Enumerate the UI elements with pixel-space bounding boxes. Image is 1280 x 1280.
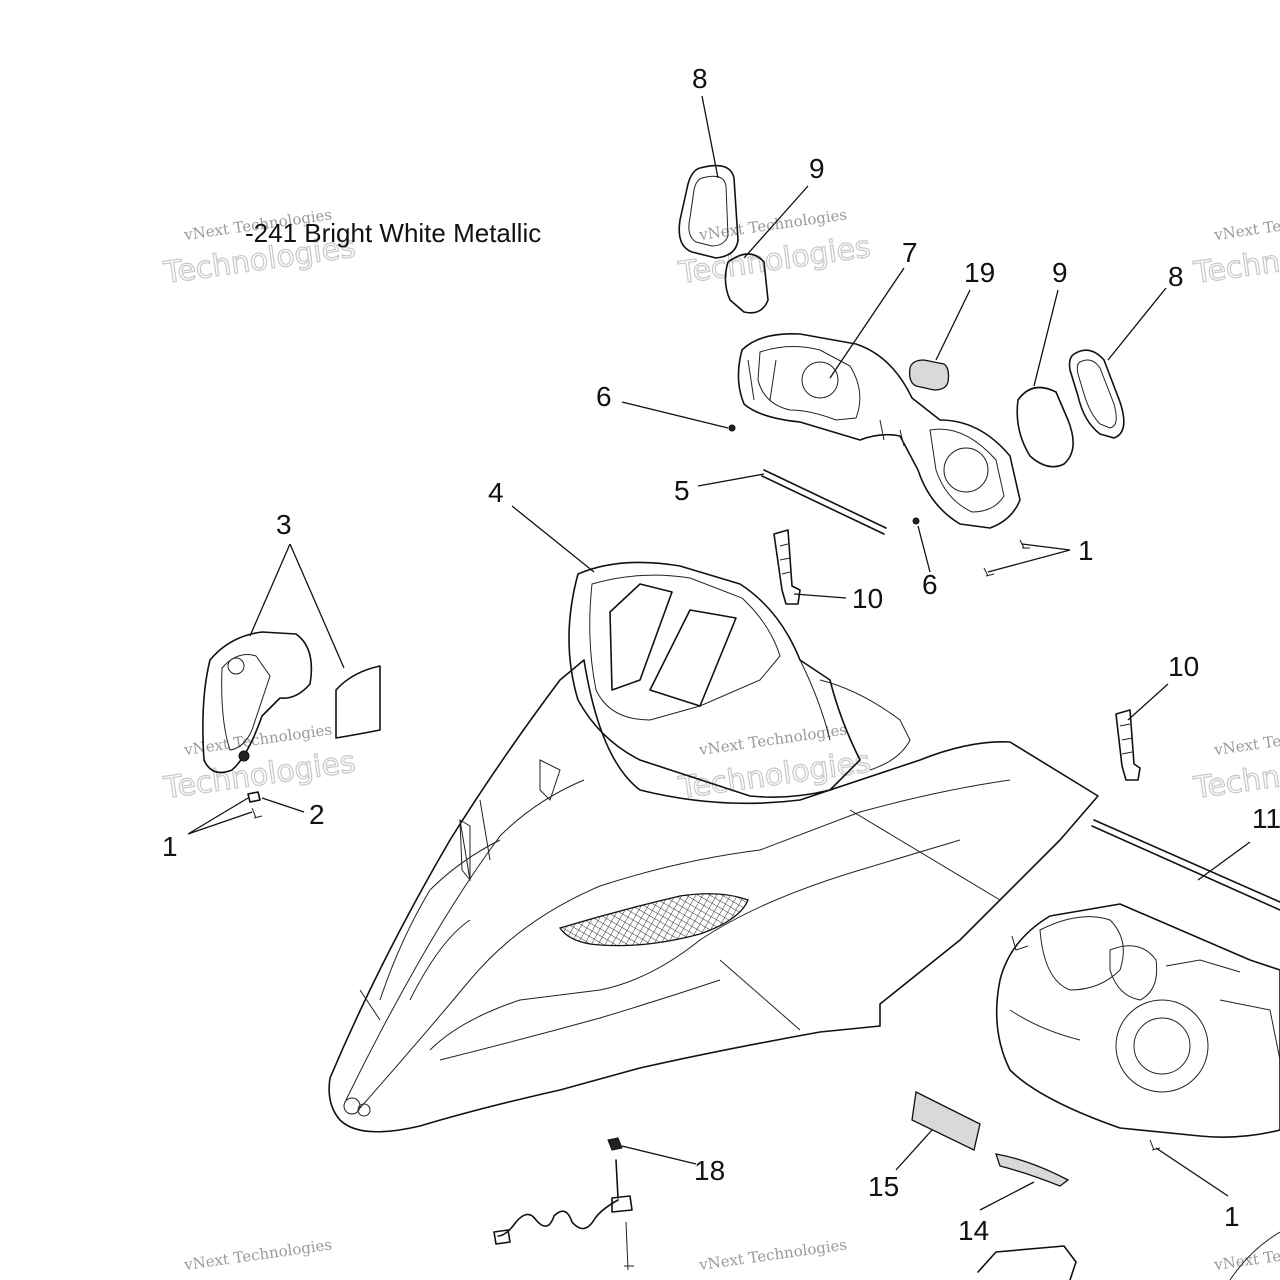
callout-5: 5	[674, 475, 690, 506]
part-3-left-mirror-glass	[335, 665, 381, 739]
watermark: vNext Technologies Technologies	[675, 720, 873, 806]
part-2-nut	[247, 791, 261, 803]
watermark: vNext Technologies Technologies	[675, 205, 873, 291]
callout-9: 9	[809, 153, 825, 184]
leader-lines	[187, 95, 1251, 1211]
callout-8: 8	[692, 63, 708, 94]
part-3-left-mirror-housing	[202, 631, 313, 774]
part-7-console	[737, 333, 1021, 529]
lower-partial-part	[1229, 1231, 1280, 1280]
part-15-decal	[911, 1091, 981, 1151]
callout-10: 10	[1168, 651, 1199, 682]
part-9-right-mirror-glass	[1016, 386, 1074, 468]
part-11-rod	[1091, 819, 1280, 911]
callout-14: 14	[958, 1215, 989, 1246]
part-8-right-mirror-frame	[1068, 349, 1125, 439]
callout-1: 1	[1078, 535, 1094, 566]
diagram-title: -241 Bright White Metallic	[245, 218, 541, 248]
part-19-pad	[908, 359, 950, 391]
callout-8: 8	[1168, 261, 1184, 292]
part-10-clip	[1115, 709, 1141, 781]
part-6-fastener	[912, 517, 920, 525]
part-18-nut	[607, 1137, 623, 1151]
part-10-clip	[773, 529, 801, 605]
callout-3: 3	[276, 509, 292, 540]
part-5-rod	[761, 469, 887, 535]
part-9-left-mirror-glass	[724, 253, 769, 314]
watermark: vNext Technologies Technologies	[1190, 205, 1280, 291]
watermark: vNext Technologies Technologies	[1190, 720, 1280, 806]
part-6-fastener	[728, 424, 736, 432]
part-8-left-mirror-frame	[678, 164, 739, 259]
callout-15: 15	[868, 1171, 899, 1202]
watermark-text: vNext Technologies	[1212, 205, 1280, 244]
watermark-text: vNext Technologies	[1212, 720, 1280, 759]
watermark: vNext Technologies	[182, 1235, 333, 1274]
watermark: vNext Technologies	[697, 1235, 848, 1274]
watermark-text: vNext Technologies	[1212, 1235, 1280, 1274]
watermark-text: vNext Technologies	[182, 1235, 333, 1274]
hood-panel	[328, 659, 1099, 1133]
lower-bracket	[977, 1245, 1077, 1280]
part-14-decal	[995, 1153, 1070, 1187]
callout-labels: 8 9 7 19 9 8 6 5 4 3 1 10 6 10 11 2 1 18…	[162, 63, 1280, 1246]
callout-6: 6	[596, 381, 612, 412]
part-1-screw	[983, 567, 995, 577]
callout-2: 2	[309, 799, 325, 830]
part-4-windshield	[568, 561, 911, 798]
part-1-screw	[1149, 1139, 1161, 1151]
callout-10: 10	[852, 583, 883, 614]
watermark-text: vNext Technologies	[697, 1235, 848, 1274]
callout-4: 4	[488, 477, 504, 508]
wiring-harness	[493, 1159, 634, 1271]
callout-9: 9	[1052, 257, 1068, 288]
watermark-group: vNext Technologies Technologies vNext Te…	[160, 205, 1280, 1274]
callout-1: 1	[1224, 1201, 1240, 1232]
callout-7: 7	[902, 237, 918, 268]
watermark: vNext Technologies	[1212, 1235, 1280, 1274]
callout-1: 1	[162, 831, 178, 862]
callout-19: 19	[964, 257, 995, 288]
callout-11: 11	[1252, 803, 1280, 834]
callout-18: 18	[694, 1155, 725, 1186]
callout-6: 6	[922, 569, 938, 600]
lower-right-console	[995, 903, 1280, 1138]
part-1-screw	[251, 807, 263, 819]
